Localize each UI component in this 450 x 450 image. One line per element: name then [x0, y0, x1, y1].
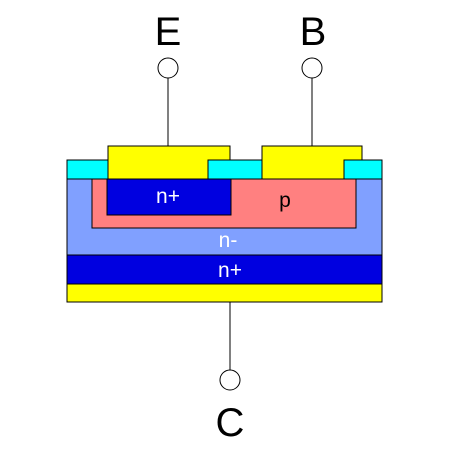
- emitter-metal-contact: [107, 145, 231, 180]
- oxide-left: [66, 159, 109, 180]
- emitter-n-plus-label: n+: [156, 185, 180, 208]
- base-terminal: [301, 57, 323, 79]
- n-plus-substrate-region: [66, 254, 383, 285]
- n-plus-emitter-region: [106, 174, 232, 216]
- substrate-n-plus-label: n+: [218, 259, 242, 282]
- collector-label: C: [216, 401, 245, 445]
- base-metal-contact: [261, 145, 363, 180]
- emitter-terminal: [157, 57, 179, 79]
- drift-n-minus-label: n-: [219, 229, 238, 252]
- base-p-label: p: [279, 189, 291, 212]
- collector-terminal: [219, 369, 241, 391]
- oxide-middle: [207, 159, 263, 180]
- emitter-label: E: [155, 10, 182, 54]
- base-label: B: [300, 10, 327, 54]
- oxide-right: [343, 159, 383, 180]
- collector-metal-contact: [66, 283, 383, 303]
